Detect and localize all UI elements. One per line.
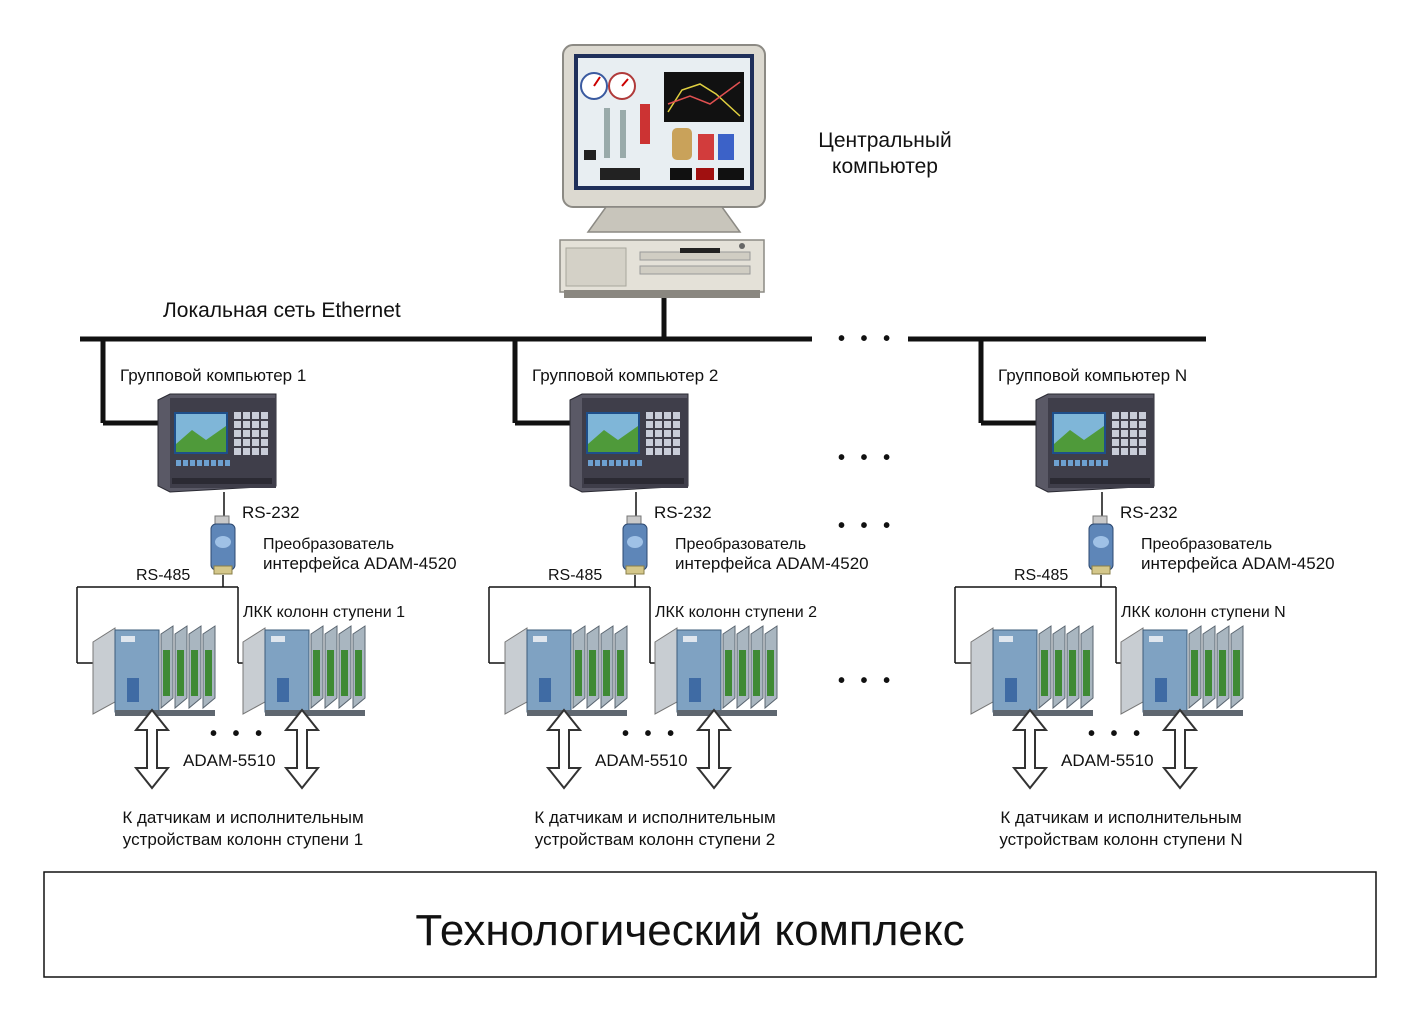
adam-5510-rack (654, 625, 778, 716)
central-label-line1: Центральный (818, 129, 951, 152)
group-computer-2 (569, 393, 689, 493)
lkk-label: ЛКК колонн ступени 2 (655, 604, 817, 621)
group-computer-label: Групповой компьютер 1 (120, 366, 306, 385)
rs485-label: RS-485 (136, 567, 190, 584)
bidirectional-arrow (545, 708, 583, 790)
rack-ellipsis: • • • (622, 723, 679, 745)
group-3: Групповой компьютер N RS-232Преобразовате… (954, 339, 1335, 849)
lkk-label: ЛКК колонн ступени 1 (243, 604, 405, 621)
ellipsis-converters: • • • (838, 515, 895, 537)
group-computer-label: Групповой компьютер 2 (532, 366, 718, 385)
sensors-label-line1: К датчикам и исполнительным (122, 808, 363, 827)
adam-5510-rack (92, 625, 216, 716)
ellipsis-modules: • • • (838, 670, 895, 692)
rs232-label: RS-232 (654, 503, 712, 522)
rs232-label: RS-232 (242, 503, 300, 522)
technological-complex-box (43, 871, 1377, 978)
sensors-label-line2: устройствам колонн ступени 2 (535, 830, 775, 849)
ethernet-label: Локальная сеть Ethernet (163, 299, 401, 322)
sensors-label-line1: К датчикам и исполнительным (1000, 808, 1241, 827)
technological-complex-title: Технологический комплекс (415, 906, 964, 955)
groups-layer: Групповой компьютер 1 RS-232Преобразовате… (76, 339, 1335, 849)
rs485-label: RS-485 (1014, 567, 1068, 584)
central-computer (559, 44, 766, 298)
sensors-label-line2: устройствам колонн ступени 1 (123, 830, 363, 849)
rs485-label: RS-485 (548, 567, 602, 584)
converter-label-line2: интерфейса ADAM-4520 (1141, 554, 1335, 573)
adam-5510-label: ADAM-5510 (183, 751, 276, 770)
converter-label-line2: интерфейса ADAM-4520 (263, 554, 457, 573)
group-1: Групповой компьютер 1 RS-232Преобразовате… (76, 339, 457, 849)
adam-5510-rack (242, 625, 366, 716)
lkk-label: ЛКК колонн ступени N (1121, 604, 1286, 621)
group-computer-label: Групповой компьютер N (998, 366, 1187, 385)
converter-label-line1: Преобразователь (263, 536, 394, 553)
rs232-label: RS-232 (1120, 503, 1178, 522)
adam-5510-rack (1120, 625, 1244, 716)
bidirectional-arrow (695, 708, 733, 790)
bidirectional-arrow (133, 708, 171, 790)
rack-ellipsis: • • • (1088, 723, 1145, 745)
adam-5510-label: ADAM-5510 (1061, 751, 1154, 770)
rack-ellipsis: • • • (210, 723, 267, 745)
bidirectional-arrow (283, 708, 321, 790)
ethernet-bus (80, 298, 1206, 342)
group-computer-1 (157, 393, 277, 493)
converter-label-line1: Преобразователь (1141, 536, 1272, 553)
group-2: Групповой компьютер 2 RS-232Преобразовате… (488, 339, 869, 849)
adam-5510-rack (504, 625, 628, 716)
adam-4520-converter (622, 515, 648, 575)
sensors-label-line1: К датчикам и исполнительным (534, 808, 775, 827)
group-computer-3 (1035, 393, 1155, 493)
adam-5510-label: ADAM-5510 (595, 751, 688, 770)
adam-5510-rack (970, 625, 1094, 716)
adam-4520-converter (1088, 515, 1114, 575)
adam-4520-converter (210, 515, 236, 575)
sensors-label-line2: устройствам колонн ступени N (999, 830, 1242, 849)
ellipsis-computers: • • • (838, 447, 895, 469)
bus-ellipsis: • • • (838, 328, 895, 350)
bidirectional-arrow (1011, 708, 1049, 790)
converter-label-line1: Преобразователь (675, 536, 806, 553)
converter-label-line2: интерфейса ADAM-4520 (675, 554, 869, 573)
bidirectional-arrow (1161, 708, 1199, 790)
central-label-line2: компьютер (832, 155, 938, 178)
